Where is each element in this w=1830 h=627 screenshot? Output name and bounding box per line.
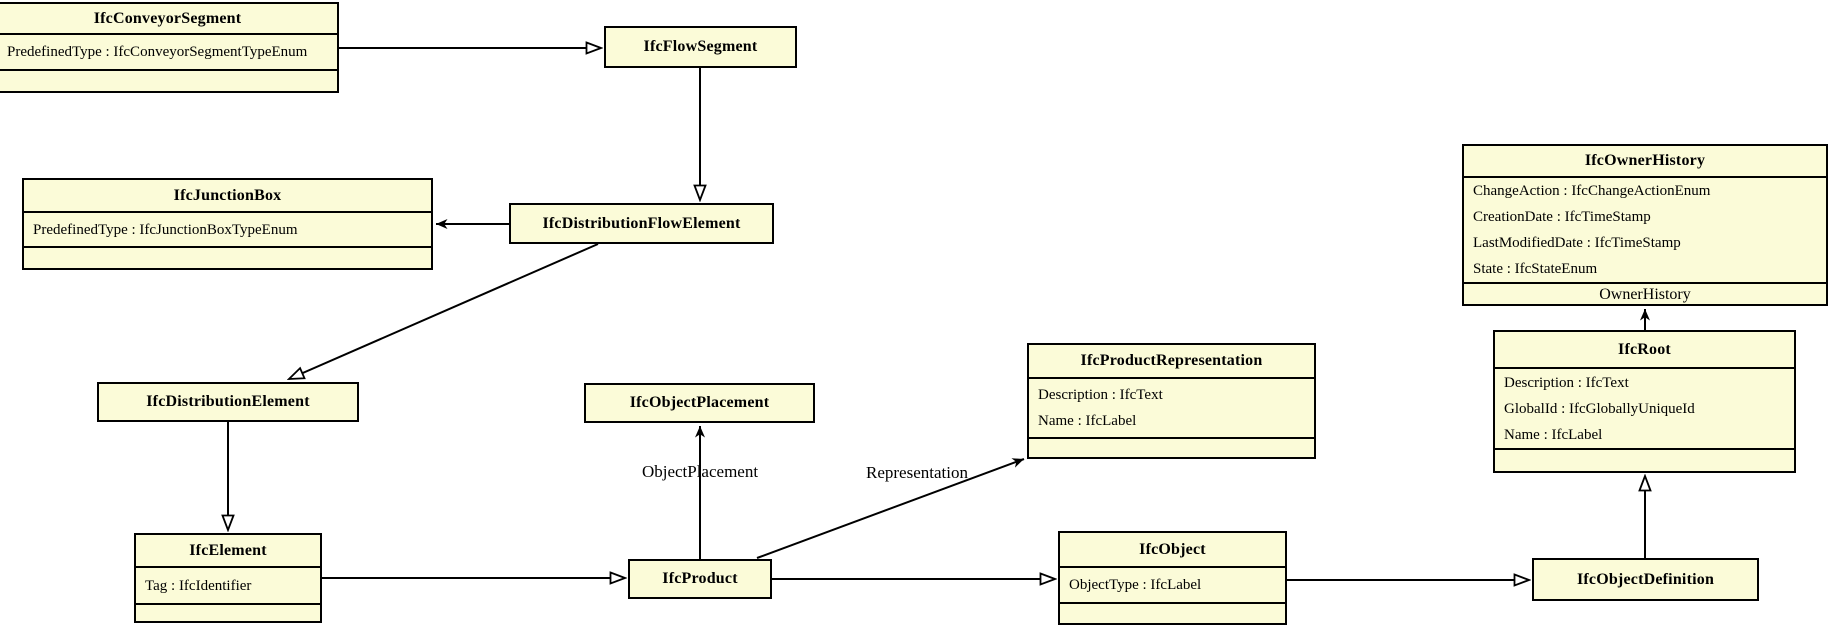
attribute: Tag : IfcIdentifier (145, 577, 252, 594)
empty-compartment (1495, 448, 1794, 471)
representation-edge-label: Representation (866, 463, 968, 482)
attribute: Name : IfcLabel (1038, 413, 1137, 429)
class-title: IfcFlowSegment (643, 38, 758, 55)
empty-compartment (136, 603, 320, 621)
class-box-ifcconveyorsegment[interactable]: IfcConveyorSegment PredefinedType : IfcC… (0, 2, 339, 93)
class-box-ifcroot[interactable]: IfcRoot Description : IfcText GlobalId :… (1493, 330, 1796, 473)
empty-compartment (1060, 602, 1285, 623)
attribute: LastModifiedDate : IfcTimeStamp (1473, 235, 1681, 251)
class-title: IfcElement (189, 541, 267, 559)
class-box-ifcjunctionbox[interactable]: IfcJunctionBox PredefinedType : IfcJunct… (22, 178, 433, 270)
attribute: ChangeAction : IfcChangeActionEnum (1473, 183, 1711, 199)
attribute: CreationDate : IfcTimeStamp (1473, 209, 1651, 225)
class-title: IfcObjectDefinition (1576, 570, 1715, 588)
attribute: State : IfcStateEnum (1473, 261, 1598, 277)
empty-compartment (1029, 437, 1314, 457)
attribute: GlobalId : IfcGloballyUniqueId (1504, 400, 1695, 417)
attribute: PredefinedType : IfcConveyorSegmentTypeE… (7, 44, 308, 60)
empty-compartment (0, 69, 337, 91)
class-box-ifcdistributionflowelement[interactable]: IfcDistributionFlowElement (509, 203, 774, 244)
class-box-ifcelement[interactable]: IfcElement Tag : IfcIdentifier (134, 533, 322, 623)
class-box-ifcdistributionelement[interactable]: IfcDistributionElement (97, 382, 359, 422)
class-title: IfcObject (1139, 540, 1206, 558)
class-box-ifcflowsegment[interactable]: IfcFlowSegment (604, 26, 797, 68)
class-box-ifcproduct[interactable]: IfcProduct (628, 559, 772, 599)
class-box-ifcownerhistory[interactable]: IfcOwnerHistory ChangeAction : IfcChange… (1462, 144, 1828, 306)
attribute: Description : IfcText (1504, 374, 1629, 391)
class-box-ifcobject[interactable]: IfcObject ObjectType : IfcLabel (1058, 531, 1287, 625)
objectplacement-edge-label: ObjectPlacement (641, 462, 759, 481)
class-title: IfcDistributionElement (146, 393, 310, 410)
class-box-ifcobjectplacement[interactable]: IfcObjectPlacement (584, 383, 815, 423)
class-title: IfcDistributionFlowElement (542, 214, 741, 232)
class-title: IfcOwnerHistory (1584, 152, 1706, 169)
attribute: Description : IfcText (1038, 387, 1163, 403)
class-title: IfcJunctionBox (173, 186, 282, 204)
class-title: IfcObjectPlacement (629, 394, 770, 411)
class-title: IfcProductRepresentation (1080, 352, 1263, 369)
ownerhistory-role-label: OwnerHistory (1464, 282, 1826, 304)
class-box-ifcobjectdefinition[interactable]: IfcObjectDefinition (1532, 558, 1759, 601)
attribute: PredefinedType : IfcJunctionBoxTypeEnum (33, 221, 298, 238)
attribute: Name : IfcLabel (1504, 426, 1603, 443)
class-title: IfcProduct (662, 570, 738, 587)
class-title: IfcRoot (1618, 340, 1671, 358)
empty-compartment (24, 246, 431, 268)
class-box-ifcproductrepresentation[interactable]: IfcProductRepresentation Description : I… (1027, 343, 1316, 459)
attribute: ObjectType : IfcLabel (1069, 577, 1202, 593)
class-title: IfcConveyorSegment (93, 9, 242, 27)
